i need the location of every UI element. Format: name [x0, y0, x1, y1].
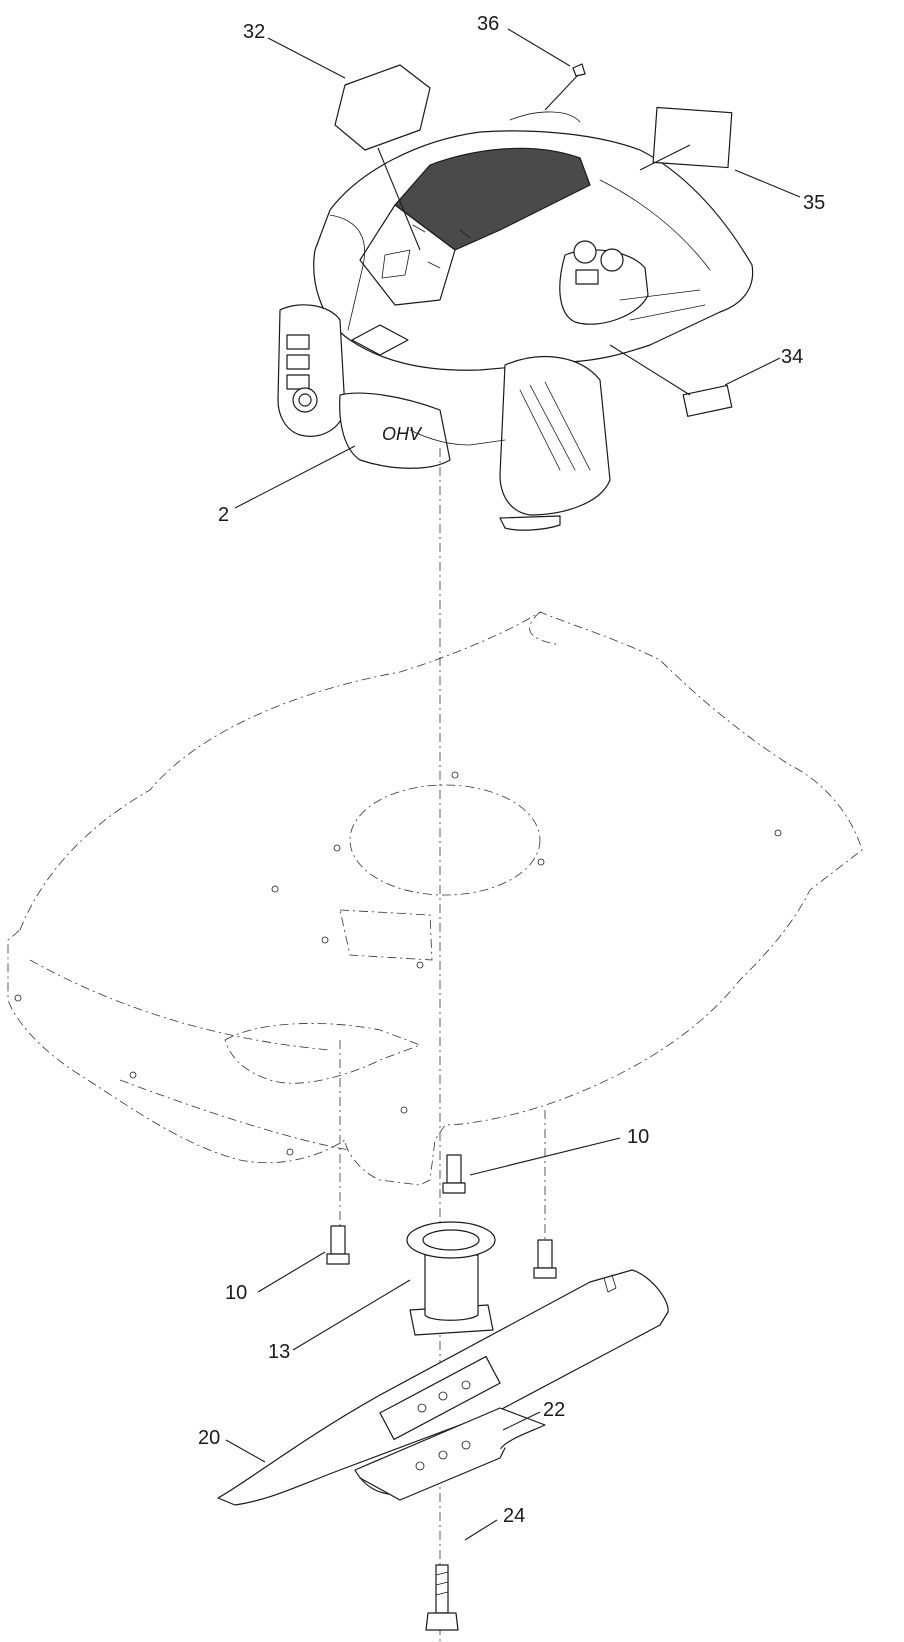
decal-35	[652, 106, 733, 169]
bolt-10-right	[533, 1239, 557, 1279]
callout-2: 2	[218, 504, 229, 526]
callout-35: 35	[803, 192, 825, 214]
blade-baffle-22	[354, 1407, 546, 1501]
decal-32	[334, 64, 431, 151]
callout-22: 22	[543, 1399, 565, 1421]
bolt-10-left	[326, 1225, 350, 1265]
callout-13: 13	[268, 1341, 290, 1363]
callout-24: 24	[503, 1505, 525, 1527]
callout-36: 36	[477, 13, 499, 35]
callout-20: 20	[198, 1427, 220, 1449]
blade-bolt-24	[425, 1564, 459, 1631]
callout-34: 34	[781, 346, 803, 368]
blade-20	[217, 1269, 669, 1506]
decal-34	[682, 384, 733, 417]
callout-32: 32	[243, 21, 265, 43]
blade-adapter-13	[406, 1221, 496, 1336]
bolt-10-center	[442, 1154, 466, 1194]
mower-deck-outline	[7, 611, 863, 1186]
clip-36	[572, 63, 586, 77]
engine-assembly: OHV	[277, 111, 754, 531]
svg-text:OHV: OHV	[382, 424, 423, 444]
callout-10-right: 10	[627, 1126, 649, 1148]
callout-10-left: 10	[225, 1282, 247, 1304]
